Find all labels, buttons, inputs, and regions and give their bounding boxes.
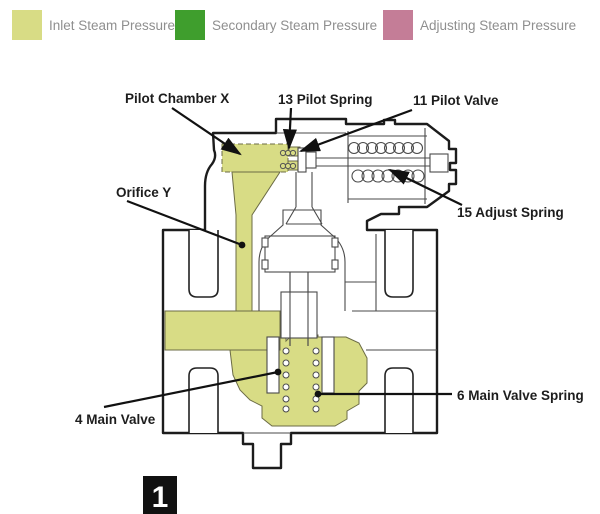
legend-item-inlet: Inlet Steam Pressure [12,9,175,41]
main-valve-leader [103,370,279,409]
left-flange-upper-slot [188,230,219,298]
label-pilot-chamber: Pilot Chamber X [125,91,229,106]
inlet-color-swatch [12,10,42,40]
legend-item-secondary: Secondary Steam Pressure [175,9,377,41]
bonnet-neck-lines [276,132,346,225]
adjusting-color-swatch [383,10,413,40]
inlet-band-fill [164,310,281,351]
label-main-valve-spring: 6 Main Valve Spring [457,388,584,403]
right-flange-lower-slot [384,367,414,433]
pilot-spring-leader [282,107,297,151]
pilot-valve-part [297,147,317,173]
outlet-passage-lines [243,310,437,434]
orifice-leader [126,199,243,247]
adjust-spring-top-coil [347,141,424,155]
label-adjust-spring: 15 Adjust Spring [457,205,564,220]
secondary-color-swatch [175,10,205,40]
figure-number: 1 [152,481,169,514]
dome-chamber [258,209,377,311]
right-flange-upper-slot [384,230,414,298]
pilot-valve-leader [298,108,413,153]
main-valve-spring-leader-dot [314,390,322,398]
legend-item-adjusting: Adjusting Steam Pressure [383,9,576,41]
legend-label-adjusting: Adjusting Steam Pressure [420,17,577,33]
orifice-leader-dot [238,241,246,249]
legend-label-secondary: Secondary Steam Pressure [212,17,378,33]
main-valve-cage [266,272,335,394]
pilot-chamber-leader [171,107,242,156]
label-pilot-valve: 11 Pilot Valve [413,93,499,108]
label-main-valve: 4 Main Valve [75,412,156,427]
label-orifice: Orifice Y [116,185,171,200]
legend-label-inlet: Inlet Steam Pressure [49,17,176,33]
label-pilot-spring: 13 Pilot Spring [278,92,373,107]
adjust-spring-leader [388,169,463,206]
left-flange-lower-slot [188,367,219,433]
figure-number-badge: 1 [143,476,177,514]
pilot-spring-coil [279,149,297,170]
main-valve-leader-dot [274,368,282,376]
